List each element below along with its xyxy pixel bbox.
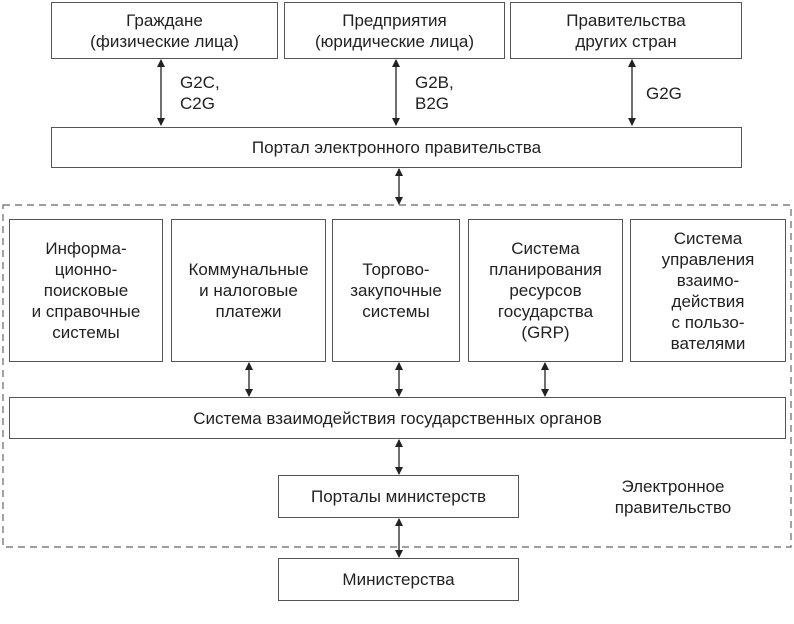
subsystem-procurement-label: Торгово- закупочные системы: [350, 260, 442, 321]
subsystem-crm-box: Система управления взаимо- действия с по…: [630, 219, 786, 362]
subsystem-payments-box: Коммунальные и налоговые платежи: [171, 219, 326, 362]
enterprises-label: Предприятия (юридические лица): [315, 10, 474, 51]
citizens-box: Граждане (физические лица): [51, 2, 278, 59]
subsystem-info-search-box: Информа- ционно- поисковые и справочные …: [9, 219, 163, 362]
interaction-system-box: Система взаимодействия государственных о…: [9, 397, 786, 439]
subsystem-procurement-box: Торгово- закупочные системы: [332, 219, 460, 362]
egov-region-label: Электронное правительство: [614, 477, 732, 517]
subsystem-payments-label: Коммунальные и налоговые платежи: [188, 260, 309, 321]
link-label-g2b: G2B, B2G: [415, 73, 454, 113]
subsystem-info-search-label: Информа- ционно- поисковые и справочные …: [31, 239, 141, 342]
ministry-portals-label: Порталы министерств: [310, 487, 487, 506]
citizens-label: Граждане (физические лица): [90, 10, 239, 51]
enterprises-box: Предприятия (юридические лица): [284, 2, 505, 59]
link-label-g2g: G2G: [646, 84, 682, 103]
subsystem-grp-label: Система планирования ресурсов государств…: [489, 239, 602, 342]
ministries-label: Министерства: [342, 570, 455, 589]
egov-portal-label: Портал электронного правительства: [251, 138, 542, 157]
ministries-box: Министерства: [278, 558, 519, 601]
subsystem-grp-box: Система планирования ресурсов государств…: [468, 219, 623, 362]
ministry-portals-box: Порталы министерств: [278, 475, 519, 518]
subsystem-crm-label: Система управления взаимо- действия с по…: [661, 228, 755, 353]
foreign-governments-box: Правительства других стран: [510, 2, 742, 59]
interaction-system-label: Система взаимодействия государственных о…: [193, 408, 602, 428]
egov-portal-box: Портал электронного правительства: [51, 127, 742, 168]
foreign-governments-label: Правительства других стран: [566, 10, 686, 51]
link-label-g2c: G2C, C2G: [180, 73, 220, 113]
